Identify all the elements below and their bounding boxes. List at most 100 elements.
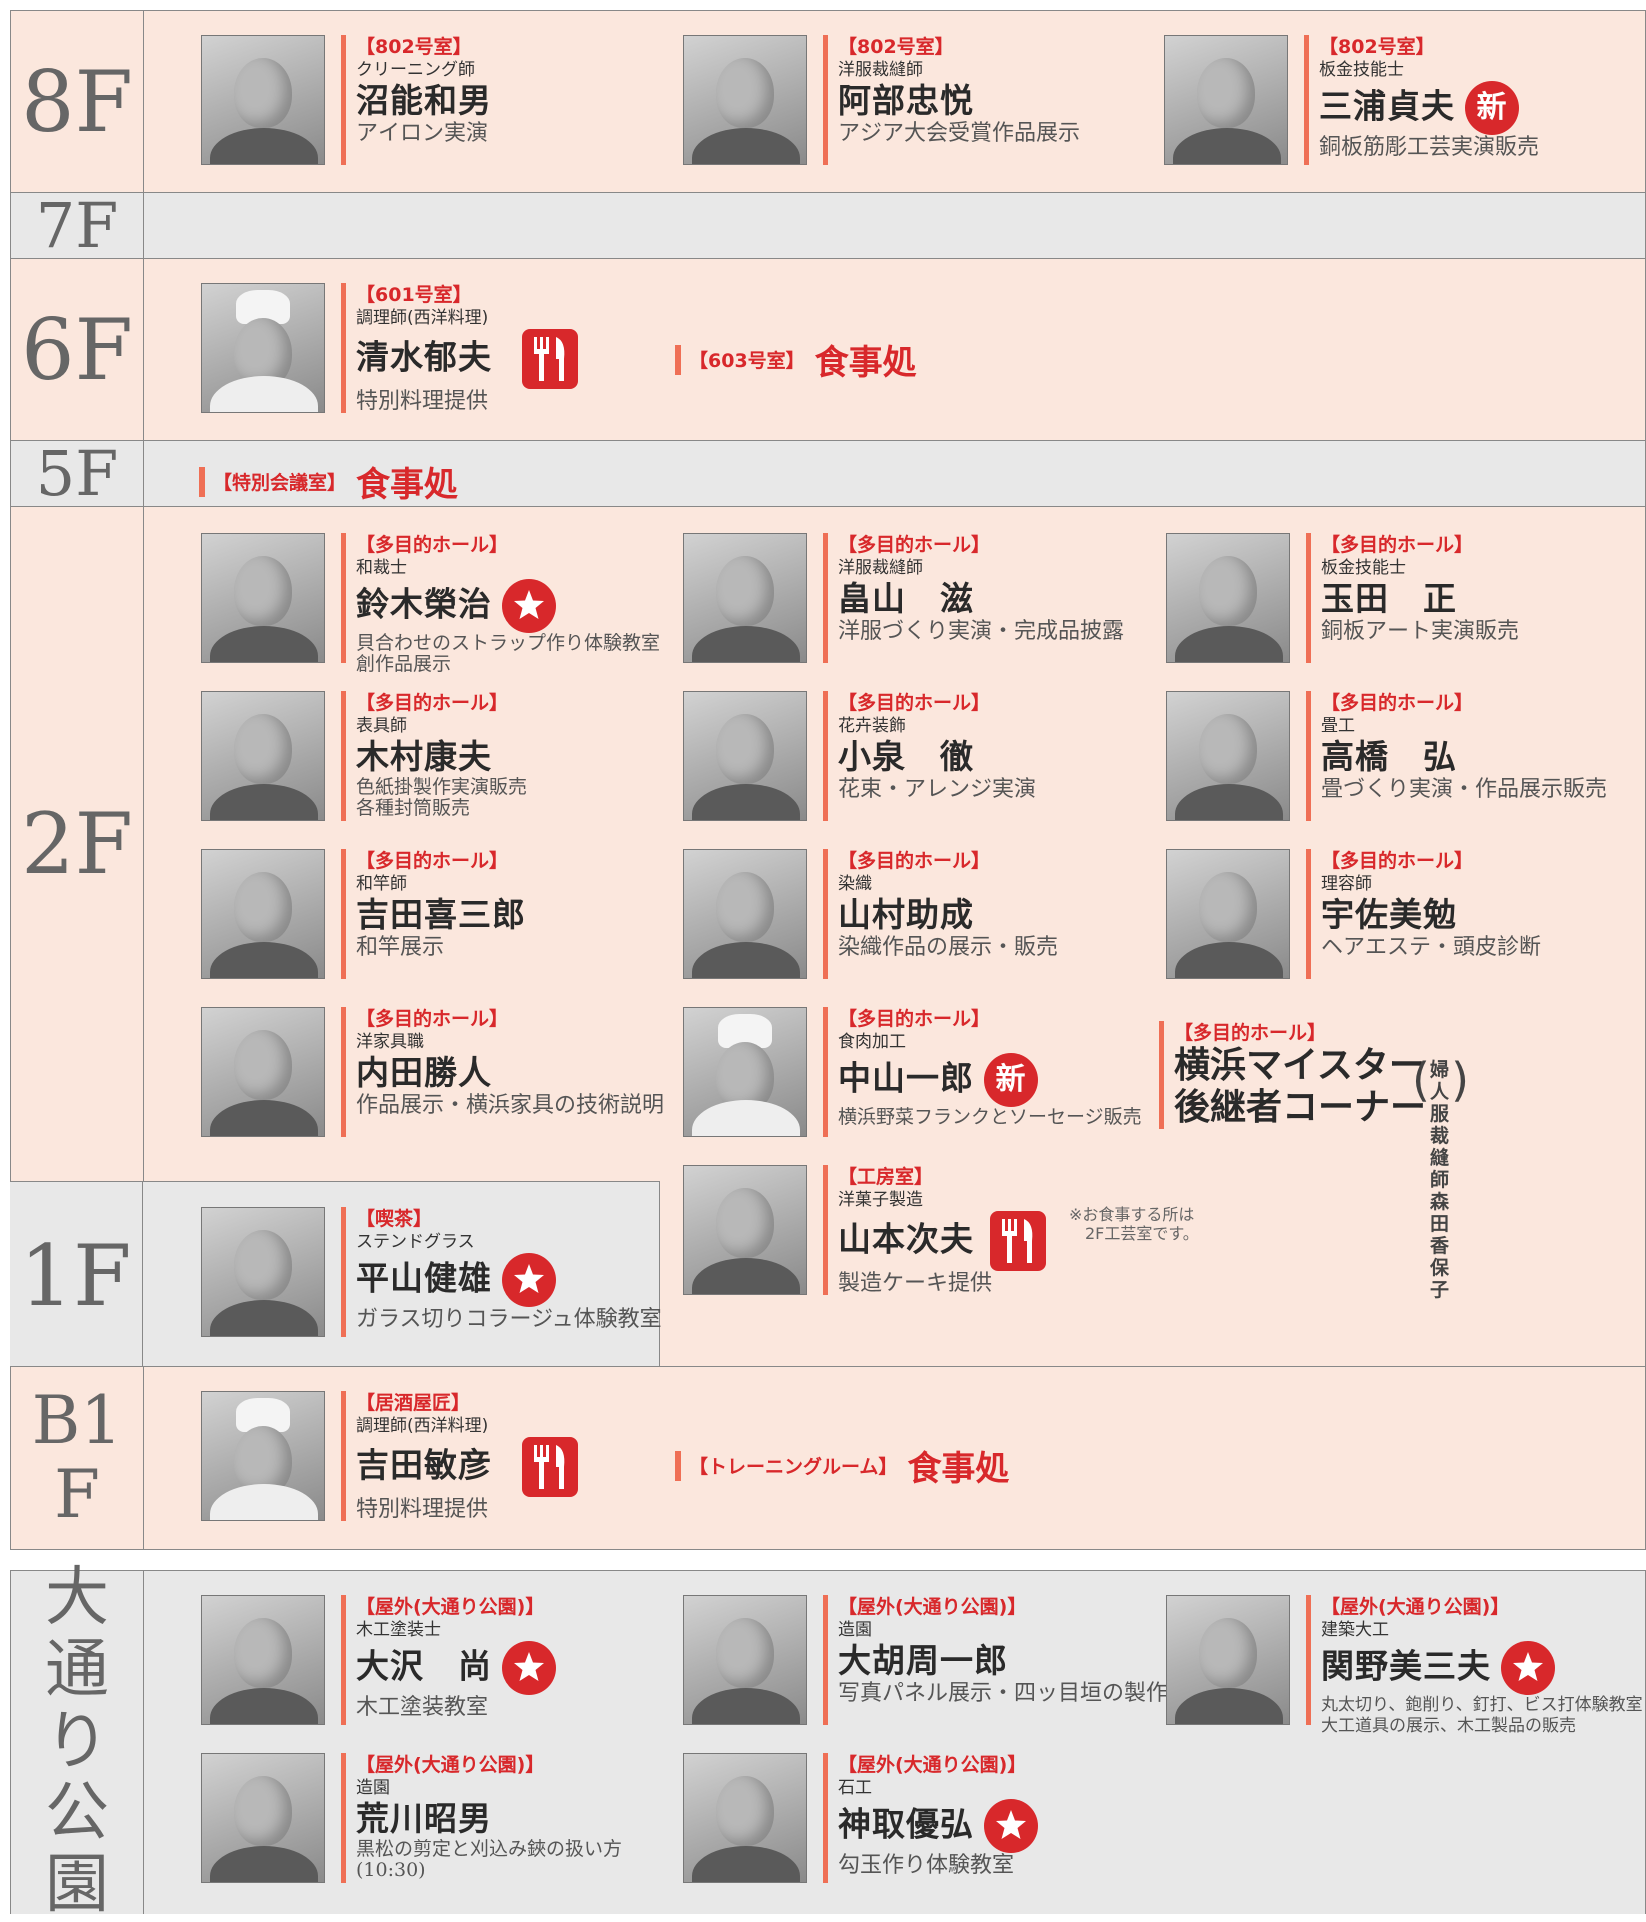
star-badge-icon: [1501, 1641, 1555, 1695]
exhibitor-name: 吉田喜三郎: [356, 895, 526, 934]
role-label: 畳工: [1321, 716, 1355, 736]
exhibitor-desc: 黒松の剪定と刈込み鋏の扱い方: [356, 1838, 623, 1860]
exhibitor-name: 山本次夫: [838, 1219, 974, 1259]
room-label: 【多目的ホール】: [1321, 692, 1474, 714]
exhibitor-desc: 和竿展示: [356, 935, 445, 960]
dining-text: 食事処: [907, 1449, 1010, 1489]
exhibitor-photo: [683, 849, 807, 979]
dining-label: 【特別会議室】 食事処: [199, 457, 458, 506]
exhibitor-desc: 丸太切り、鉋削り、釘打、ビス打体験教室と: [1321, 1695, 1646, 1715]
park-label-char: 園: [45, 1848, 109, 1922]
maister-corner: 【多目的ホール】 横浜マイスター 後継者コーナー 婦人服裁縫師 森田香保子: [1159, 1021, 1469, 1301]
exhibitor-photo: [201, 1391, 325, 1521]
exhibitor-name: 内田勝人: [356, 1053, 492, 1092]
exhibitor-name: 阿部忠悦: [838, 81, 974, 120]
exhibitor-card: 【多目的ホール】 板金技能士 玉田 正 銅板アート実演販売: [1166, 533, 1636, 663]
dining-label: 【603号室】 食事処: [675, 335, 917, 384]
exhibitor-card: 【802号室】 板金技能士 三浦貞夫新 銅板筋彫工芸実演販売: [1164, 35, 1634, 165]
exhibitor-photo: [683, 533, 807, 663]
exhibitor-info: 【多目的ホール】 洋服裁縫師 畠山 滋 洋服づくり実演・完成品披露: [823, 533, 1153, 663]
exhibitor-desc: 横浜野菜フランクとソーセージ販売: [838, 1106, 1142, 1128]
exhibitor-name: 小泉 徹: [838, 737, 974, 776]
floor-b1f-row: B1 F 【居酒屋匠】 調理師(西洋料理) 吉田敏彦 特別料理提供 【トレーニン…: [10, 1366, 1646, 1550]
park-label-char: り: [45, 1704, 109, 1779]
role-label: 調理師(西洋料理): [356, 308, 489, 328]
role-label: 造園: [838, 1620, 872, 1640]
exhibitor-desc: 各種封筒販売: [356, 797, 471, 819]
exhibitor-name: 清水郁夫: [356, 337, 492, 377]
room-label: 【多目的ホール】: [838, 850, 991, 872]
exhibitor-desc: 花束・アレンジ実演: [838, 777, 1037, 802]
park-label: 大 通 り 公 園: [11, 1563, 144, 1921]
exhibitor-name: 山村助成: [838, 895, 974, 934]
role-label: 石工: [838, 1778, 872, 1798]
exhibitor-photo: [683, 1753, 807, 1883]
exhibitor-photo: [1166, 849, 1290, 979]
role-label: 食肉加工: [838, 1032, 906, 1052]
exhibitor-desc: 畳づくり実演・作品展示販売: [1321, 777, 1608, 802]
exhibitor-name: 中山一郎: [838, 1058, 974, 1098]
room-label: 【601号室】: [356, 284, 472, 306]
park-label-char: 公: [45, 1776, 109, 1851]
exhibitor-photo: [201, 849, 325, 979]
exhibitor-card: 【多目的ホール】 畳工 高橋 弘 畳づくり実演・作品展示販売: [1166, 691, 1636, 821]
exhibitor-card: 【屋外(大通り公園)】 造園 荒川昭男 黒松の剪定と刈込み鋏の扱い方 (10:3…: [201, 1753, 671, 1883]
star-badge-icon: [502, 579, 556, 633]
role-label: 和裁士: [356, 558, 407, 578]
exhibitor-card: 【屋外(大通り公園)】 造園 大胡周一郎 写真パネル展示・四ッ目垣の製作: [683, 1595, 1168, 1725]
room-label: 【屋外(大通り公園)】: [356, 1596, 545, 1618]
exhibitor-photo: [201, 1595, 325, 1725]
exhibitor-info: 【多目的ホール】 表具師 木村康夫 色紙掛製作実演販売 各種封筒販売: [341, 691, 671, 821]
room-label: 【喫茶】: [356, 1208, 433, 1230]
floor-label-6f: 6F: [11, 259, 144, 441]
room-label: 【多目的ホール】: [356, 692, 509, 714]
floor-label-5f: 5F: [11, 441, 144, 507]
role-label: 染織: [838, 874, 872, 894]
new-badge: 新: [1465, 81, 1519, 135]
exhibitor-desc: (10:30): [356, 1859, 426, 1881]
exhibitor-card: 【多目的ホール】 理容師 宇佐美勉 ヘアエステ・頭皮診断: [1166, 849, 1636, 979]
exhibitor-info: 【601号室】 調理師(西洋料理) 清水郁夫 特別料理提供: [341, 283, 671, 414]
exhibitor-card: 【多目的ホール】 染織 山村助成 染織作品の展示・販売: [683, 849, 1153, 979]
exhibitor-desc: ガラス切りコラージュ体験教室: [356, 1307, 662, 1332]
exhibitor-name: 荒川昭男: [356, 1799, 492, 1838]
dining-note: ※お食事する所は 2F工芸室です。: [1069, 1205, 1199, 1243]
exhibitor-desc: 大工道具の展示、木工製品の販売: [1321, 1716, 1576, 1736]
exhibitor-card: 【屋外(大通り公園)】 石工 神取優弘 勾玉作り体験教室: [683, 1753, 1153, 1883]
star-badge-icon: [502, 1253, 556, 1307]
exhibitor-card: 【喫茶】 ステンドグラス 平山健雄 ガラス切りコラージュ体験教室: [201, 1207, 671, 1337]
exhibitor-desc: ヘアエステ・頭皮診断: [1321, 935, 1542, 960]
exhibitor-card: 【802号室】 クリーニング師 沼能和男 アイロン実演: [201, 35, 671, 165]
note-line-1: ※お食事する所は: [1069, 1205, 1195, 1224]
exhibitor-desc: アジア大会受賞作品展示: [838, 121, 1081, 146]
exhibitor-desc: 銅板筋彫工芸実演販売: [1319, 135, 1540, 160]
exhibitor-photo: [1164, 35, 1288, 165]
exhibitor-desc: 製造ケーキ提供: [838, 1271, 993, 1296]
star-badge-icon: [984, 1799, 1038, 1853]
exhibitor-name: 木村康夫: [356, 737, 492, 776]
exhibitor-desc: 特別料理提供: [356, 389, 489, 414]
exhibitor-info: 【屋外(大通り公園)】 石工 神取優弘 勾玉作り体験教室: [823, 1753, 1153, 1883]
exhibitor-desc: 作品展示・横浜家具の技術説明: [356, 1093, 665, 1118]
exhibitor-card: 【屋外(大通り公園)】 建築大工 関野美三夫 丸太切り、鉋削り、釘打、ビス打体験…: [1166, 1595, 1646, 1736]
exhibitor-photo: [201, 35, 325, 165]
exhibitor-info: 【多目的ホール】 和竿師 吉田喜三郎 和竿展示: [341, 849, 671, 979]
dining-label: 【トレーニングルーム】 食事処: [675, 1441, 1009, 1490]
cutlery-icon: [990, 1211, 1046, 1271]
role-label: 洋菓子製造: [838, 1190, 923, 1210]
room-label: 【802号室】: [1319, 36, 1435, 58]
dining-room: 【トレーニングルーム】: [689, 1456, 898, 1478]
exhibitor-name: 大沢 尚: [356, 1646, 492, 1686]
cutlery-icon: [522, 329, 578, 389]
role-label: 調理師(西洋料理): [356, 1416, 489, 1436]
exhibitor-desc: 洋服づくり実演・完成品披露: [838, 619, 1125, 644]
maister-title-2: 後継者コーナー: [1174, 1087, 1427, 1128]
room-label: 【多目的ホール】: [1174, 1022, 1327, 1044]
exhibitor-info: 【802号室】 クリーニング師 沼能和男 アイロン実演: [341, 35, 671, 165]
role-label: クリーニング師: [356, 60, 475, 80]
cutlery-icon: [522, 1437, 578, 1497]
floor-1f-box: 1F: [9, 1181, 660, 1370]
exhibitor-info: 【喫茶】 ステンドグラス 平山健雄 ガラス切りコラージュ体験教室: [341, 1207, 671, 1337]
exhibitor-info: 【多目的ホール】 花卉装飾 小泉 徹 花束・アレンジ実演: [823, 691, 1153, 821]
park-row: 大 通 り 公 園 【屋外(大通り公園)】 木工塗装士 大沢 尚 木工塗装教室 …: [10, 1563, 1646, 1921]
